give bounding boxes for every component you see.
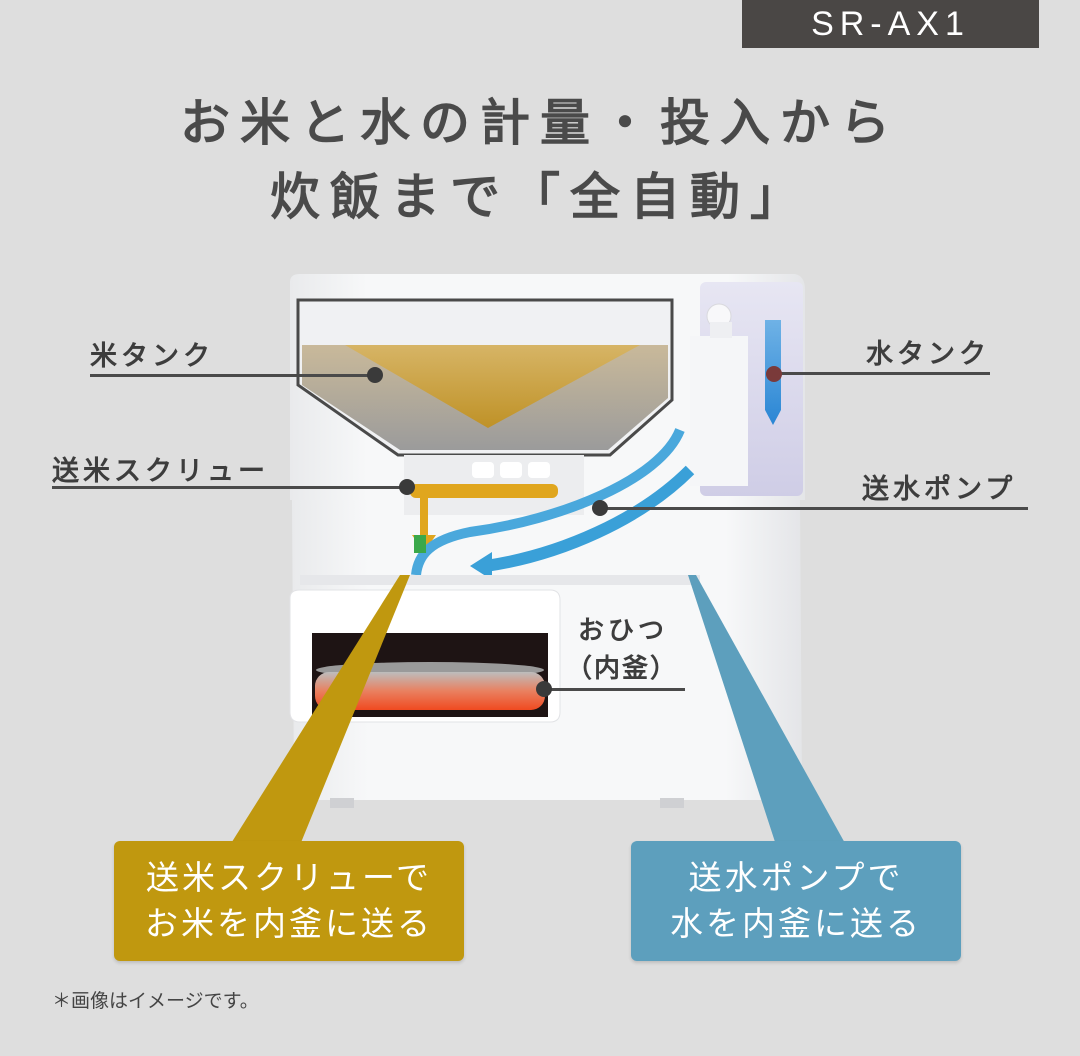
water-callout-line-1: 送水ポンプで: [688, 858, 904, 897]
marker-water-tank: [766, 366, 782, 382]
model-badge: SR-AX1: [742, 0, 1039, 48]
leader-water-tank: [775, 372, 990, 375]
rice-feed-callout: 送米スクリューで お米を内釜に送る: [114, 841, 464, 961]
rice-callout-line-1: 送米スクリューで: [145, 858, 433, 897]
leader-rice-feed-screw: [52, 486, 407, 489]
label-inner-pot: おひつ: [578, 616, 669, 646]
marker-inner-pot: [536, 681, 552, 697]
water-callout-line-2: 水を内釜に送る: [670, 904, 922, 943]
headline: お米と水の計量・投入から 炊飯まで「全自動」: [0, 86, 1080, 234]
headline-line-1: お米と水の計量・投入から: [180, 94, 900, 152]
marker-rice-feed-screw: [399, 479, 415, 495]
label-water-tank: 水タンク: [866, 339, 990, 370]
leader-inner-pot: [545, 688, 685, 691]
rice-callout-line-2: お米を内釜に送る: [145, 904, 433, 943]
marker-rice-tank: [367, 367, 383, 383]
label-water-pump: 送水ポンプ: [862, 474, 1017, 505]
label-rice-feed-screw: 送米スクリュー: [52, 456, 269, 487]
water-feed-callout: 送水ポンプで 水を内釜に送る: [631, 841, 961, 961]
leader-water-pump: [600, 507, 1028, 510]
marker-water-pump: [592, 500, 608, 516]
leader-rice-tank: [90, 374, 375, 377]
label-inner-pot-sub: （内釜）: [566, 654, 679, 684]
footnote: ＊画像はイメージです。: [52, 990, 259, 1012]
label-rice-tank: 米タンク: [90, 341, 214, 372]
headline-line-2: 炊飯まで「全自動」: [270, 168, 810, 226]
